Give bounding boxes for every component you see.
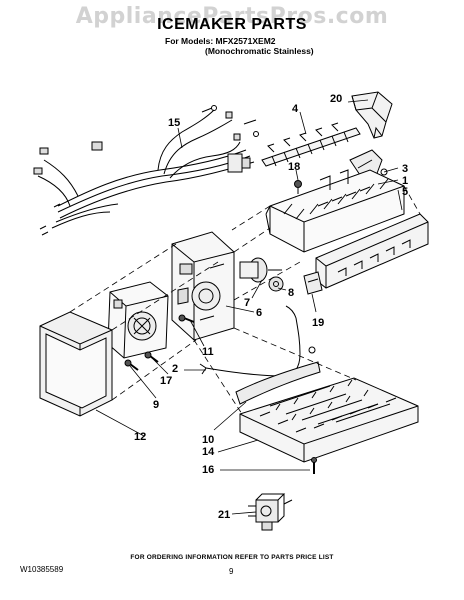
model-info: For Models: MFX2571XEM2 (Monochromatic S… (165, 36, 314, 56)
callout-20: 20 (330, 93, 342, 105)
motor-module (107, 281, 169, 359)
callout-11: 11 (202, 346, 214, 358)
alignment-lines (69, 185, 421, 415)
model-variant: (Monochromatic Stainless) (205, 46, 314, 56)
leader-lines (95, 99, 403, 515)
part-4-ejector-rake (261, 122, 361, 167)
callout-12: 12 (134, 431, 146, 443)
callout-19: 19 (312, 317, 324, 329)
part-14-bin-tray (239, 377, 419, 463)
part-16-screw (311, 457, 317, 474)
callout-16: 16 (202, 464, 214, 476)
part-7-motor (239, 257, 282, 283)
part-20-fill-cup (351, 91, 393, 139)
part-9-screw (124, 359, 139, 371)
part-15-wiring-harness (33, 105, 259, 236)
document-number: W10385589 (20, 565, 64, 574)
callout-8: 8 (288, 287, 294, 299)
callout-17: 17 (160, 375, 172, 387)
part-17-screw (144, 351, 159, 363)
callout-labels: 20 4 15 18 3 1 5 7 8 6 19 11 2 17 9 10 1… (134, 93, 408, 521)
part-2-shutoff-arm (199, 305, 316, 377)
ice-mold-tray (265, 169, 405, 253)
callout-9: 9 (153, 399, 159, 411)
callout-7: 7 (244, 297, 250, 309)
page-number: 9 (229, 567, 234, 576)
callout-4: 4 (292, 103, 299, 115)
callout-18: 18 (288, 161, 300, 173)
callout-14: 14 (202, 446, 215, 458)
part-6-control-housing (171, 231, 235, 341)
callout-6: 6 (256, 307, 262, 319)
part-18-screw (294, 180, 302, 194)
callout-10: 10 (202, 434, 214, 446)
part-11-screw (178, 314, 195, 323)
part-12-front-cover (39, 311, 113, 417)
part-10-cover-plate (235, 361, 321, 405)
callout-2: 2 (172, 363, 178, 375)
part-1-screw (380, 168, 388, 176)
part-21-water-valve (248, 493, 293, 531)
models-line: For Models: MFX2571XEM2 (165, 36, 276, 46)
callout-21: 21 (218, 509, 230, 521)
callout-15: 15 (168, 117, 180, 129)
ordering-note: FOR ORDERING INFORMATION REFER TO PARTS … (130, 554, 334, 561)
part-19-clip (303, 271, 323, 295)
callout-1: 1 (402, 175, 408, 187)
part-8-gear (268, 276, 284, 292)
page-title: ICEMAKER PARTS (157, 16, 307, 33)
callout-3: 3 (402, 163, 408, 175)
callout-5: 5 (402, 186, 408, 198)
watermark: AppliancePartsPros.com (75, 4, 389, 29)
